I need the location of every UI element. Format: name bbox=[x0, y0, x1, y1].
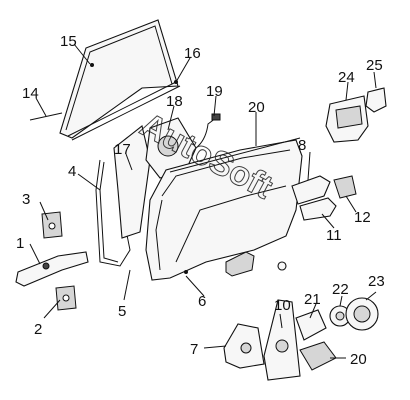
belt-weatherstrip bbox=[169, 137, 301, 173]
callout-15: 16 bbox=[184, 45, 201, 62]
leader-lines bbox=[29, 43, 377, 359]
callout-18: 19 bbox=[206, 83, 223, 100]
door-weatherstrip bbox=[95, 125, 151, 267]
outer-belt-strip bbox=[29, 112, 63, 121]
door-latch bbox=[263, 299, 301, 381]
callout-16: 17 bbox=[114, 141, 131, 158]
callout-4: 4 bbox=[68, 163, 76, 180]
door-shell bbox=[145, 139, 303, 281]
callout-8: 10 bbox=[274, 297, 291, 314]
callout-17: 18 bbox=[166, 93, 183, 110]
callout-7: 7 bbox=[190, 341, 198, 358]
latch-bracket bbox=[295, 309, 337, 371]
callout-20: 20 bbox=[350, 351, 367, 368]
lock-bracket bbox=[365, 87, 387, 113]
callout-24: 24 bbox=[338, 69, 355, 86]
callout-22: 22 bbox=[332, 281, 349, 298]
callout-10: 8 bbox=[298, 137, 306, 154]
door-striker bbox=[223, 323, 265, 369]
callout-12: 12 bbox=[354, 209, 371, 226]
door-hinge-lower bbox=[55, 285, 77, 311]
callout-23: 23 bbox=[368, 273, 385, 290]
door-hinge-upper bbox=[41, 211, 63, 239]
door-lock-actuator bbox=[325, 95, 369, 143]
door-check-arm bbox=[15, 251, 89, 287]
callout-6: 6 bbox=[198, 293, 206, 310]
callout-19: 20 bbox=[248, 99, 265, 116]
callout-21: 21 bbox=[304, 291, 321, 308]
callout-14: 15 bbox=[60, 33, 77, 50]
callout-11: 11 bbox=[326, 227, 342, 244]
callout-13: 14 bbox=[22, 85, 39, 102]
outside-handle bbox=[291, 175, 357, 221]
callout-1: 1 bbox=[16, 235, 24, 252]
lock-bezel bbox=[345, 297, 379, 331]
door-glass bbox=[59, 19, 179, 139]
callout-labels: 15 16 14 18 19 20 17 4 8 3 1 2 5 6 11 12… bbox=[16, 33, 385, 368]
callout-5: 5 bbox=[118, 303, 126, 320]
inner-handle bbox=[225, 251, 287, 277]
callout-2: 2 bbox=[34, 321, 42, 338]
callout-3: 3 bbox=[22, 191, 30, 208]
callout-25: 25 bbox=[366, 57, 383, 74]
window-regulator bbox=[145, 113, 221, 179]
